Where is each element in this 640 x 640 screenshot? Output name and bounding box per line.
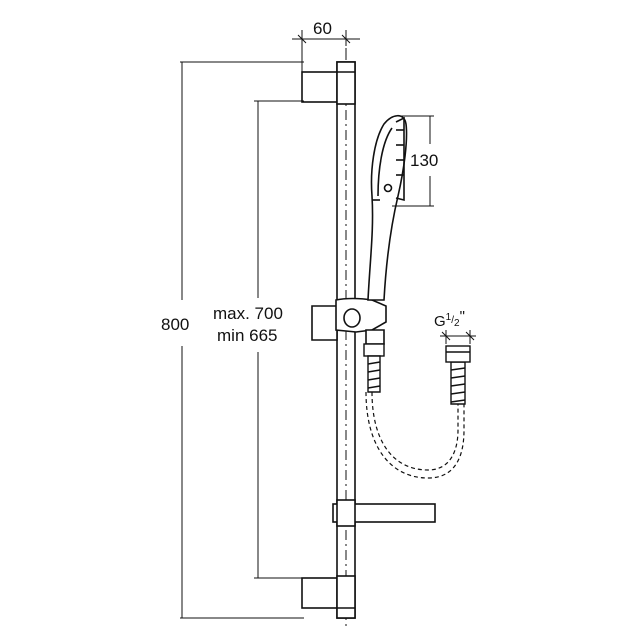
shower-hose bbox=[363, 343, 471, 479]
soap-dish bbox=[332, 499, 436, 527]
bottom-wall-bracket bbox=[301, 575, 356, 619]
dimension-bracket-spacing bbox=[254, 100, 304, 579]
handshower-height-label: 130 bbox=[410, 151, 438, 170]
bracket-depth-label: 60 bbox=[313, 19, 332, 38]
top-wall-bracket bbox=[301, 61, 356, 105]
dimension-handshower-height bbox=[392, 115, 434, 207]
dimension-overall-height bbox=[180, 61, 304, 619]
handshower bbox=[367, 114, 408, 301]
bracket-spacing-max-label: max. 700 bbox=[213, 304, 283, 323]
dimension-bracket-depth bbox=[292, 30, 360, 72]
thread-dimension-marks bbox=[440, 330, 476, 344]
sliding-holder bbox=[311, 297, 387, 345]
bracket-spacing-min-label: min 665 bbox=[217, 326, 277, 345]
thread-size-label: G1/2" bbox=[434, 308, 465, 330]
overall-height-label: 800 bbox=[161, 315, 189, 334]
